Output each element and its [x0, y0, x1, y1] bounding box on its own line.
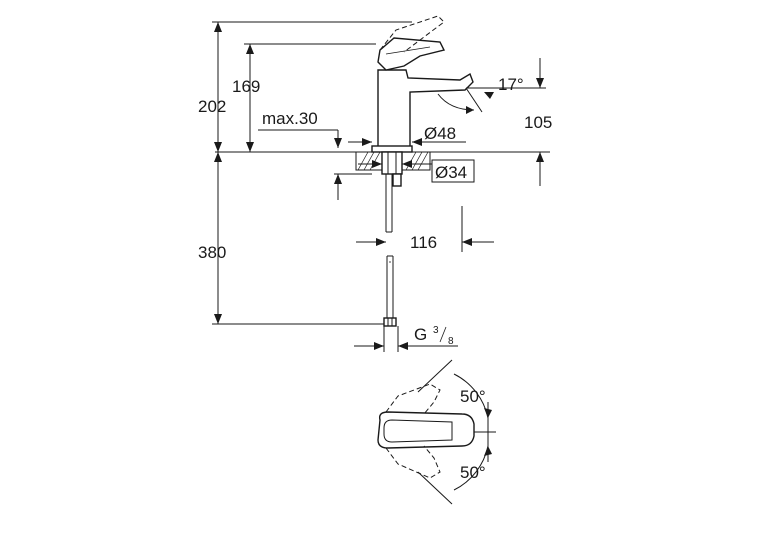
dim-total-height-label: 202 — [198, 97, 226, 116]
dim-spout-angle-label: 17° — [498, 75, 524, 94]
dim-hole-diameter-label: Ø34 — [435, 163, 467, 182]
faucet-lever — [377, 37, 446, 71]
lever-top-outline — [377, 411, 475, 449]
lever-ghost-lower — [385, 445, 441, 479]
deck-hatching — [357, 151, 429, 171]
dim-spout-reach: 116 — [356, 206, 494, 252]
dim-hose-length: 380 — [198, 152, 384, 325]
dim-max-deck: max.30 — [258, 109, 372, 200]
faucet-lever-raised-ghost — [379, 15, 445, 53]
dim-base-diameter: Ø48 — [348, 124, 466, 146]
lever-top-view: 50° 50° — [377, 359, 496, 505]
mounting-shank — [381, 151, 403, 175]
lever-ghost-upper — [385, 383, 441, 415]
hose-connector-nut — [383, 317, 397, 327]
dim-thread-denominator-label: 8 — [448, 336, 454, 347]
dim-spout-angle: 17° — [437, 75, 534, 114]
dim-thread-numerator-label: 3 — [433, 325, 439, 336]
faucet-side-view — [371, 15, 474, 153]
dim-total-height: 202 — [198, 21, 412, 152]
dim-thread-prefix-label: G — [414, 325, 427, 344]
dim-max-deck-label: max.30 — [262, 109, 318, 128]
dim-base-diameter-label: Ø48 — [424, 124, 456, 143]
dim-spout-height-label: 169 — [232, 77, 260, 96]
lever-angle-upper-label: 50° — [460, 387, 486, 406]
dim-spout-height: 169 — [232, 43, 376, 152]
dim-spout-clearance-label: 105 — [524, 113, 552, 132]
dim-hose-length-label: 380 — [198, 243, 226, 262]
dim-spout-reach-label: 116 — [410, 233, 437, 252]
faucet-base — [371, 145, 413, 153]
lever-angle-lower-label: 50° — [460, 463, 486, 482]
deck-mounting — [215, 151, 550, 327]
dim-hole-diameter: Ø34 — [358, 159, 475, 183]
dim-connection-thread: G 3 8 — [354, 325, 458, 352]
